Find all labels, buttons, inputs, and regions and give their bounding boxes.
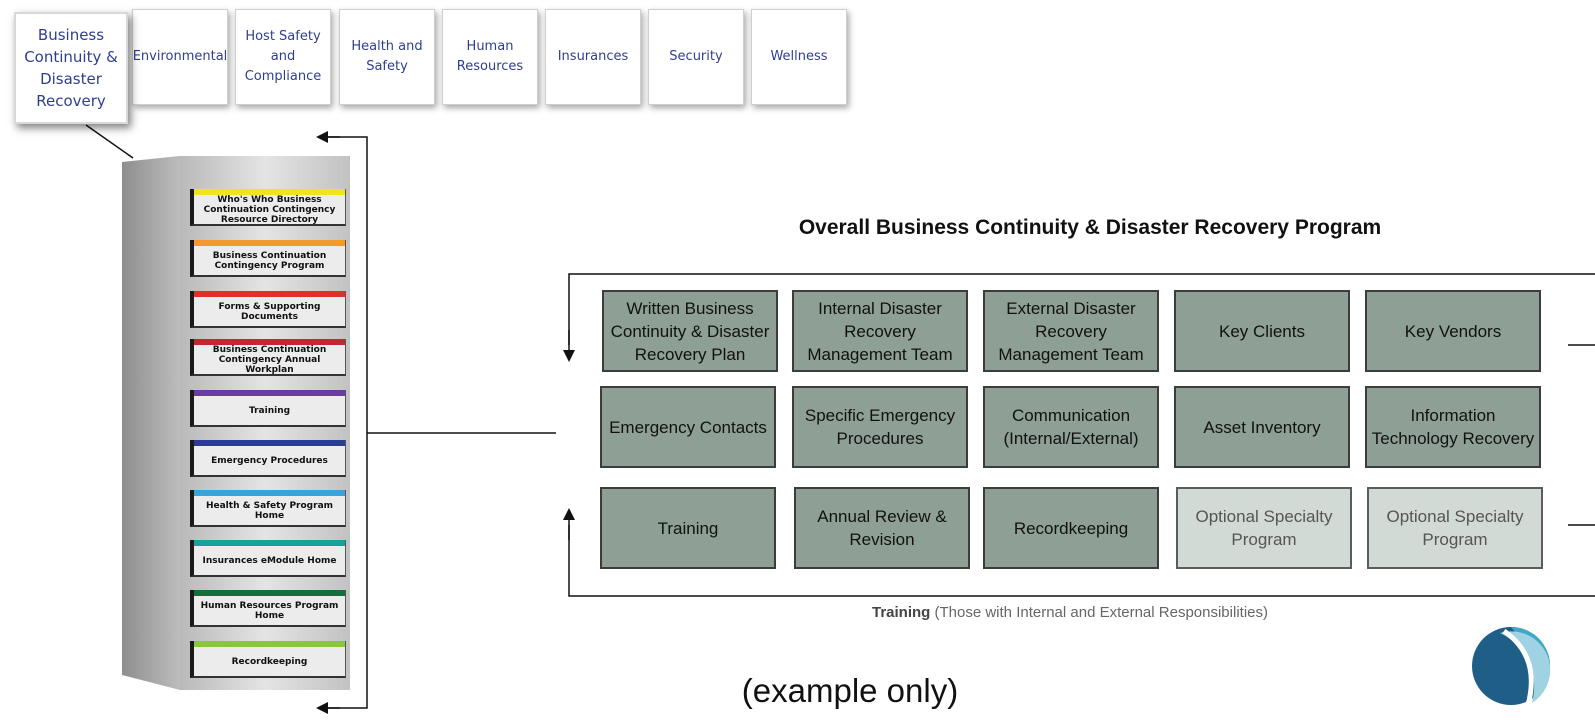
training-note: Training (Those with Internal and Extern…	[640, 604, 1500, 621]
box-optional-program-1: Optional Specialty Program	[1176, 487, 1352, 569]
box-written-plan: Written Business Continuity & Disaster R…	[602, 290, 778, 372]
drawer-label: Business Continuation Contingency Progra…	[212, 250, 327, 271]
box-annual-review: Annual Review & Revision	[794, 487, 970, 569]
drawer-label: Who's Who Business Continuation Continge…	[203, 194, 336, 225]
drawer-label: Training	[248, 405, 291, 416]
module-tabs: Environmental Host Safety and Compliance…	[0, 0, 880, 130]
drawer-label: Forms & Supporting Documents	[218, 301, 321, 322]
drawer-label: Health & Safety Program Home	[205, 500, 334, 521]
box-internal-team: Internal Disaster Recovery Management Te…	[792, 290, 968, 372]
tab-business-continuity[interactable]: Business Continuity & Disaster Recovery	[14, 12, 128, 124]
example-note: (example only)	[741, 672, 959, 709]
drawer-human-resources[interactable]: Human Resources Program Home	[190, 590, 346, 627]
drawer-label: Emergency Procedures	[211, 455, 328, 466]
drawer-training[interactable]: Training	[190, 390, 346, 427]
drawer-health-safety[interactable]: Health & Safety Program Home	[190, 490, 346, 527]
training-note-text: (Those with Internal and External Respon…	[930, 604, 1268, 621]
box-asset-inventory: Asset Inventory	[1174, 386, 1350, 468]
tab-security[interactable]: Security	[648, 9, 744, 105]
box-training: Training	[600, 487, 776, 569]
tab-health-safety[interactable]: Health and Safety	[339, 9, 435, 105]
box-key-vendors: Key Vendors	[1365, 290, 1541, 372]
drawer-label: Human Resources Program Home	[200, 600, 339, 621]
drawer-insurances[interactable]: Insurances eModule Home	[190, 540, 346, 577]
training-note-bold: Training	[871, 604, 931, 621]
box-key-clients: Key Clients	[1174, 290, 1350, 372]
drawer-color-stripe	[194, 240, 345, 246]
box-it-recovery: Information Technology Recovery	[1365, 386, 1541, 468]
drawer-color-stripe	[194, 390, 345, 396]
tab-wellness[interactable]: Wellness	[751, 9, 847, 105]
drawer-color-stripe	[194, 490, 345, 496]
drawer-forms[interactable]: Forms & Supporting Documents	[190, 291, 346, 328]
drawer-whos-who[interactable]: Who's Who Business Continuation Continge…	[190, 189, 346, 226]
drawer-color-stripe	[194, 189, 345, 195]
drawer-color-stripe	[194, 291, 345, 297]
box-emergency-contacts: Emergency Contacts	[600, 386, 776, 468]
box-communication: Communication (Internal/External)	[983, 386, 1159, 468]
drawer-label: Business Continuation Contingency Annual…	[212, 344, 327, 375]
tab-human-resources[interactable]: Human Resources	[442, 9, 538, 105]
drawer-emergency-procedures[interactable]: Emergency Procedures	[190, 440, 346, 477]
drawer-color-stripe	[194, 540, 345, 546]
tab-environmental[interactable]: Environmental	[132, 9, 228, 105]
company-logo-icon	[1472, 627, 1551, 706]
tab-insurances[interactable]: Insurances	[545, 9, 641, 105]
box-recordkeeping: Recordkeeping	[983, 487, 1159, 569]
drawer-color-stripe	[194, 440, 345, 446]
drawer-color-stripe	[194, 641, 345, 647]
drawer-color-stripe	[194, 339, 345, 345]
tab-host-safety[interactable]: Host Safety and Compliance	[235, 9, 331, 105]
box-optional-program-2: Optional Specialty Program	[1367, 487, 1543, 569]
drawer-color-stripe	[194, 590, 345, 596]
box-specific-procedures: Specific Emergency Procedures	[792, 386, 968, 468]
box-external-team: External Disaster Recovery Management Te…	[983, 290, 1159, 372]
drawer-annual-workplan[interactable]: Business Continuation Contingency Annual…	[190, 339, 346, 376]
drawer-label: Insurances eModule Home	[202, 555, 337, 566]
drawer-bcc-program[interactable]: Business Continuation Contingency Progra…	[190, 240, 346, 277]
drawer-label: Recordkeeping	[231, 656, 308, 667]
drawer-recordkeeping[interactable]: Recordkeeping	[190, 641, 346, 678]
program-title: Overall Business Continuity & Disaster R…	[798, 216, 1382, 239]
